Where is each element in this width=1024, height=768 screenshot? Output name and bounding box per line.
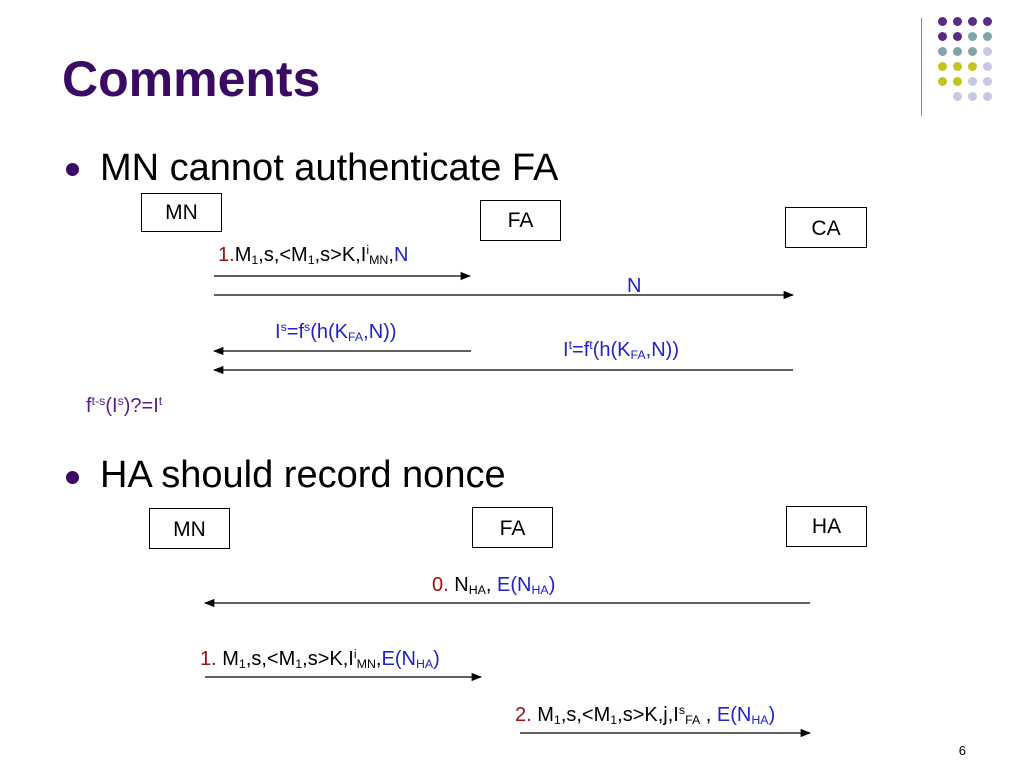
decor-dot	[983, 62, 992, 71]
decor-dot	[983, 17, 992, 26]
decor-dot	[953, 47, 962, 56]
decor-dot	[983, 77, 992, 86]
nonce-n: N	[393, 243, 409, 266]
decor-dot	[983, 92, 992, 101]
decor-dot	[938, 17, 947, 26]
decor-dot	[968, 62, 977, 71]
msg-it-label: It=ft(h(KFA,N))	[563, 338, 679, 362]
step-number: 1.	[218, 243, 235, 266]
decor-dot	[938, 62, 947, 71]
check-equation: ft-s(Is)?=It	[86, 394, 163, 417]
decor-dot	[953, 62, 962, 71]
decor-dot	[953, 92, 962, 101]
decor-dot	[953, 17, 962, 26]
decor-dot	[938, 47, 947, 56]
decor-dot	[983, 47, 992, 56]
bullet-dot	[66, 471, 79, 484]
msg-0-ha-to-mn: 0. NHA, E(NHA)	[432, 574, 556, 598]
fa-box: FA	[480, 200, 561, 241]
page-number: 6	[958, 743, 966, 758]
mn-box: MN	[141, 193, 222, 232]
msg-nonce-label: N	[627, 275, 642, 297]
decorative-divider	[921, 18, 922, 116]
bullet-dot	[66, 163, 79, 176]
decor-dot	[938, 32, 947, 41]
msg-2-fa-to-ha: 2. M1,s,<M1,s>K,j,IsFA , E(NHA)	[515, 703, 776, 727]
fa-box-2: FA	[472, 507, 553, 548]
decor-dot	[938, 77, 947, 86]
bullet-2-text: HA should record nonce	[100, 454, 506, 496]
slide-title: Comments	[62, 51, 321, 107]
mn-box-2: MN	[149, 508, 230, 549]
msg-1-mn-to-fa-2: 1. M1,s,<M1,s>K,IiMN,E(NHA)	[200, 647, 440, 671]
decor-dot	[953, 32, 962, 41]
msg-1-mn-to-fa: 1.M1,s,<M1,s>K,IiMN,N	[218, 243, 409, 267]
decor-dot	[968, 32, 977, 41]
decor-dot	[968, 17, 977, 26]
decor-dot	[968, 92, 977, 101]
ca-box: CA	[785, 207, 867, 248]
decor-dot	[968, 47, 977, 56]
bullet-1-text: MN cannot authenticate FA	[100, 147, 559, 189]
msg-is-label: Is=fs(h(KFA,N))	[275, 320, 397, 344]
ha-box: HA	[786, 506, 867, 547]
decor-dot	[968, 77, 977, 86]
decor-dot	[983, 32, 992, 41]
decor-dot	[953, 77, 962, 86]
